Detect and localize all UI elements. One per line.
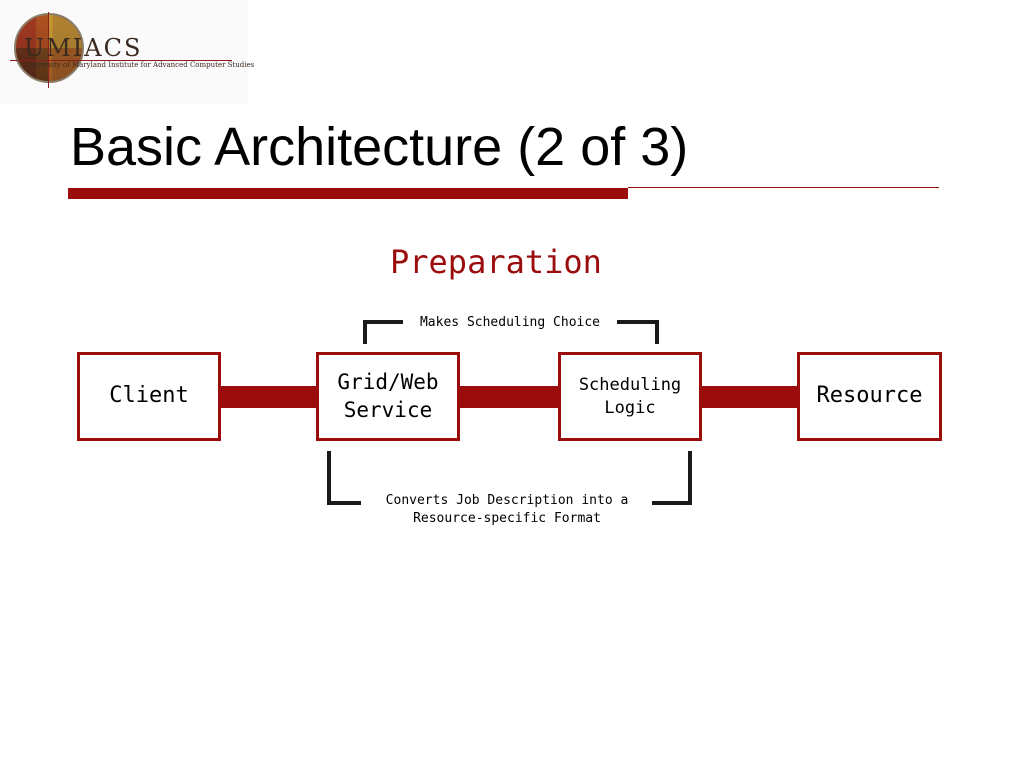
top-bracket-right-horizontal — [617, 320, 659, 324]
connector-scheduling-resource — [702, 386, 797, 408]
bottom-bracket-right-horizontal — [652, 501, 692, 505]
umiacs-logo: UMIACS University of Maryland Institute … — [0, 0, 254, 104]
connector-client-grid — [221, 386, 316, 408]
node-grid-web-service: Grid/Web Service — [316, 352, 460, 441]
annotation-top: Makes Scheduling Choice — [419, 315, 600, 330]
node-grid-web-service-label: Grid/Web Service — [337, 370, 439, 422]
node-resource-label: Resource — [816, 383, 923, 409]
node-scheduling-logic: Scheduling Logic — [558, 352, 702, 441]
annotation-bottom: Converts Job Description into a Resource… — [385, 493, 629, 526]
top-bracket-right-vertical — [655, 320, 659, 344]
node-client-label: Client — [109, 383, 189, 409]
node-scheduling-logic-label: Scheduling Logic — [578, 375, 682, 418]
connector-grid-scheduling — [460, 386, 558, 408]
bottom-bracket-right-vertical — [688, 451, 692, 505]
logo-emblem-icon — [14, 13, 84, 83]
slide-title: Basic Architecture (2 of 3) — [70, 117, 689, 177]
bottom-bracket-left-vertical — [327, 451, 331, 505]
node-resource: Resource — [797, 352, 942, 441]
logo-crosshair-horizontal — [10, 60, 232, 61]
top-bracket-left-vertical — [363, 320, 367, 344]
logo-subtitle: University of Maryland Institute for Adv… — [24, 61, 255, 69]
title-underline-thick — [68, 188, 628, 199]
bottom-bracket-left-horizontal — [327, 501, 361, 505]
logo-text: UMIACS — [24, 34, 143, 62]
node-client: Client — [77, 352, 221, 441]
title-underline-thin — [628, 187, 939, 188]
logo-crosshair-vertical — [48, 12, 49, 88]
top-bracket-left-horizontal — [363, 320, 403, 324]
diagram-heading: Preparation — [390, 243, 602, 281]
